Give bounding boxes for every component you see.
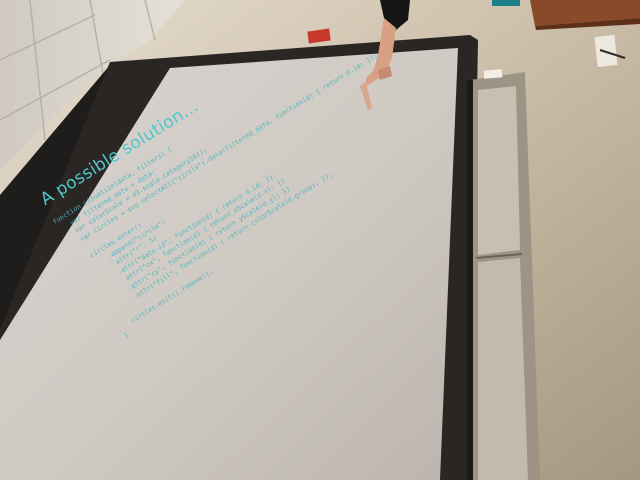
right-panel bbox=[467, 72, 540, 480]
wood-cabinet bbox=[530, 0, 640, 30]
pointing-hand bbox=[360, 0, 410, 110]
projection-screen bbox=[0, 48, 458, 480]
red-wall-sign bbox=[307, 28, 331, 44]
white-outlet bbox=[483, 69, 503, 79]
teal-sign bbox=[492, 0, 520, 6]
code-line: } bbox=[122, 331, 131, 341]
left-tiled-wall bbox=[0, 0, 185, 170]
